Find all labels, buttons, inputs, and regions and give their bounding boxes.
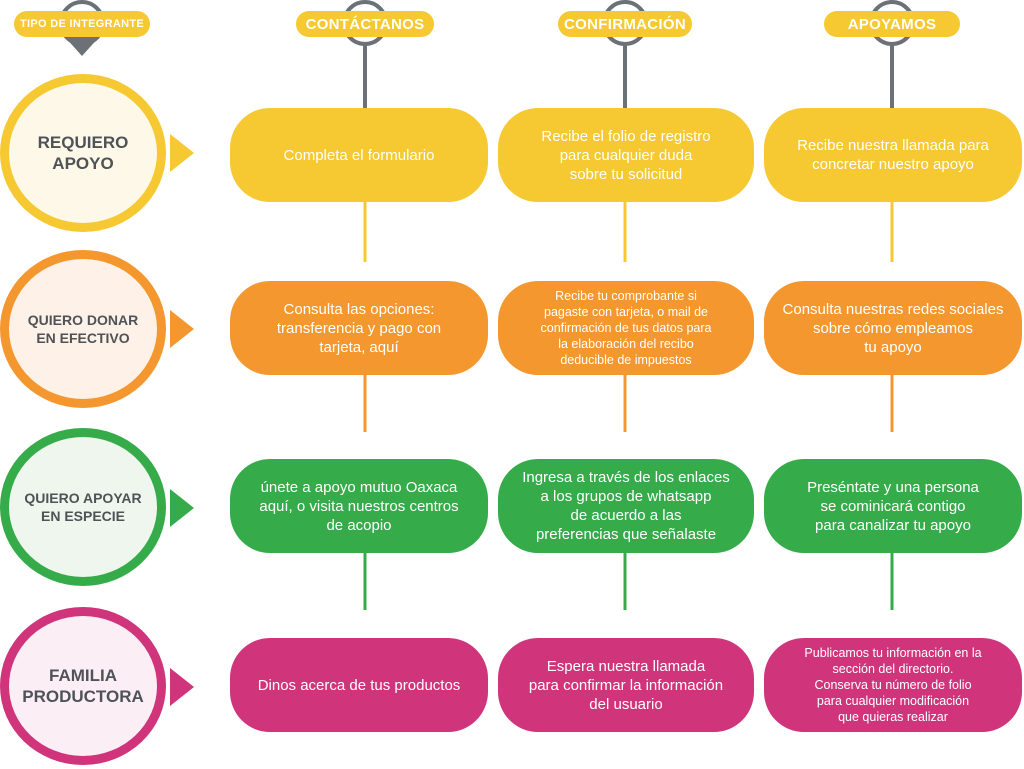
row-circle-familia-productora: FAMILIA PRODUCTORA	[0, 607, 166, 765]
step-text: Dinos acerca de tus productos	[257, 676, 461, 694]
step-especie-apoyamos: Preséntate y una persona se cominicará c…	[764, 459, 1022, 553]
step-text: únete a apoyo mutuo Oaxaca aquí, o visit…	[259, 478, 459, 534]
step-text: Publicamos tu información en la sección …	[804, 646, 982, 724]
step-text: Recibe tu comprobante si pagaste con tar…	[540, 289, 712, 367]
step-text: Recibe el folio de registro para cualqui…	[541, 127, 711, 183]
row-circle-quiero-apoyar: QUIERO APOYAR EN ESPECIE	[0, 428, 166, 586]
step-text: Recibe nuestra llamada para concretar nu…	[797, 137, 989, 173]
pointer-green	[170, 489, 194, 527]
pointer-orange	[170, 310, 194, 348]
pointer-yellow	[170, 134, 194, 172]
step-text: Consulta nuestras redes sociales sobre c…	[782, 300, 1004, 356]
connectors-green	[363, 552, 894, 610]
step-donar-apoyamos: Consulta nuestras redes sociales sobre c…	[764, 281, 1022, 375]
step-familia-confirmacion: Espera nuestra llamada para confirmar la…	[498, 638, 754, 732]
step-requiero-confirmacion: Recibe el folio de registro para cualqui…	[498, 108, 754, 202]
step-especie-confirmacion: Ingresa a través de los enlaces a los gr…	[498, 459, 754, 553]
step-especie-contactanos: únete a apoyo mutuo Oaxaca aquí, o visit…	[230, 459, 488, 553]
step-text: Espera nuestra llamada para confirmar la…	[528, 657, 724, 713]
step-text: Consulta las opciones: transferencia y p…	[276, 300, 442, 356]
step-text: Ingresa a través de los enlaces a los gr…	[522, 469, 730, 543]
row-circle-requiero-apoyo: REQUIERO APOYO	[0, 74, 166, 232]
row-label: QUIERO DONAR EN EFECTIVO	[27, 312, 139, 346]
step-text: Completa el formulario	[283, 146, 435, 164]
header-column-confirmacion: CONFIRMACIÓN	[558, 11, 692, 37]
step-donar-confirmacion: Recibe tu comprobante si pagaste con tar…	[498, 281, 754, 375]
connectors-orange	[363, 374, 894, 432]
connectors-yellow	[363, 200, 894, 262]
row-circle-quiero-donar: QUIERO DONAR EN EFECTIVO	[0, 250, 166, 408]
pointer-magenta	[170, 668, 194, 706]
row-label: FAMILIA PRODUCTORA	[22, 666, 144, 706]
header-column-apoyamos: APOYAMOS	[824, 11, 960, 37]
step-familia-apoyamos: Publicamos tu información en la sección …	[764, 638, 1022, 732]
step-text: Preséntate y una persona se cominicará c…	[807, 478, 979, 534]
step-familia-contactanos: Dinos acerca de tus productos	[230, 638, 488, 732]
step-requiero-contactanos: Completa el formulario	[230, 108, 488, 202]
header-integrant-type: TIPO DE INTEGRANTE	[14, 11, 150, 37]
row-label: QUIERO APOYAR EN ESPECIE	[24, 490, 142, 524]
step-requiero-apoyamos: Recibe nuestra llamada para concretar nu…	[764, 108, 1022, 202]
header-column-contactanos: CONTÁCTANOS	[296, 11, 434, 37]
row-label: REQUIERO APOYO	[37, 133, 129, 173]
step-donar-contactanos: Consulta las opciones: transferencia y p…	[230, 281, 488, 375]
